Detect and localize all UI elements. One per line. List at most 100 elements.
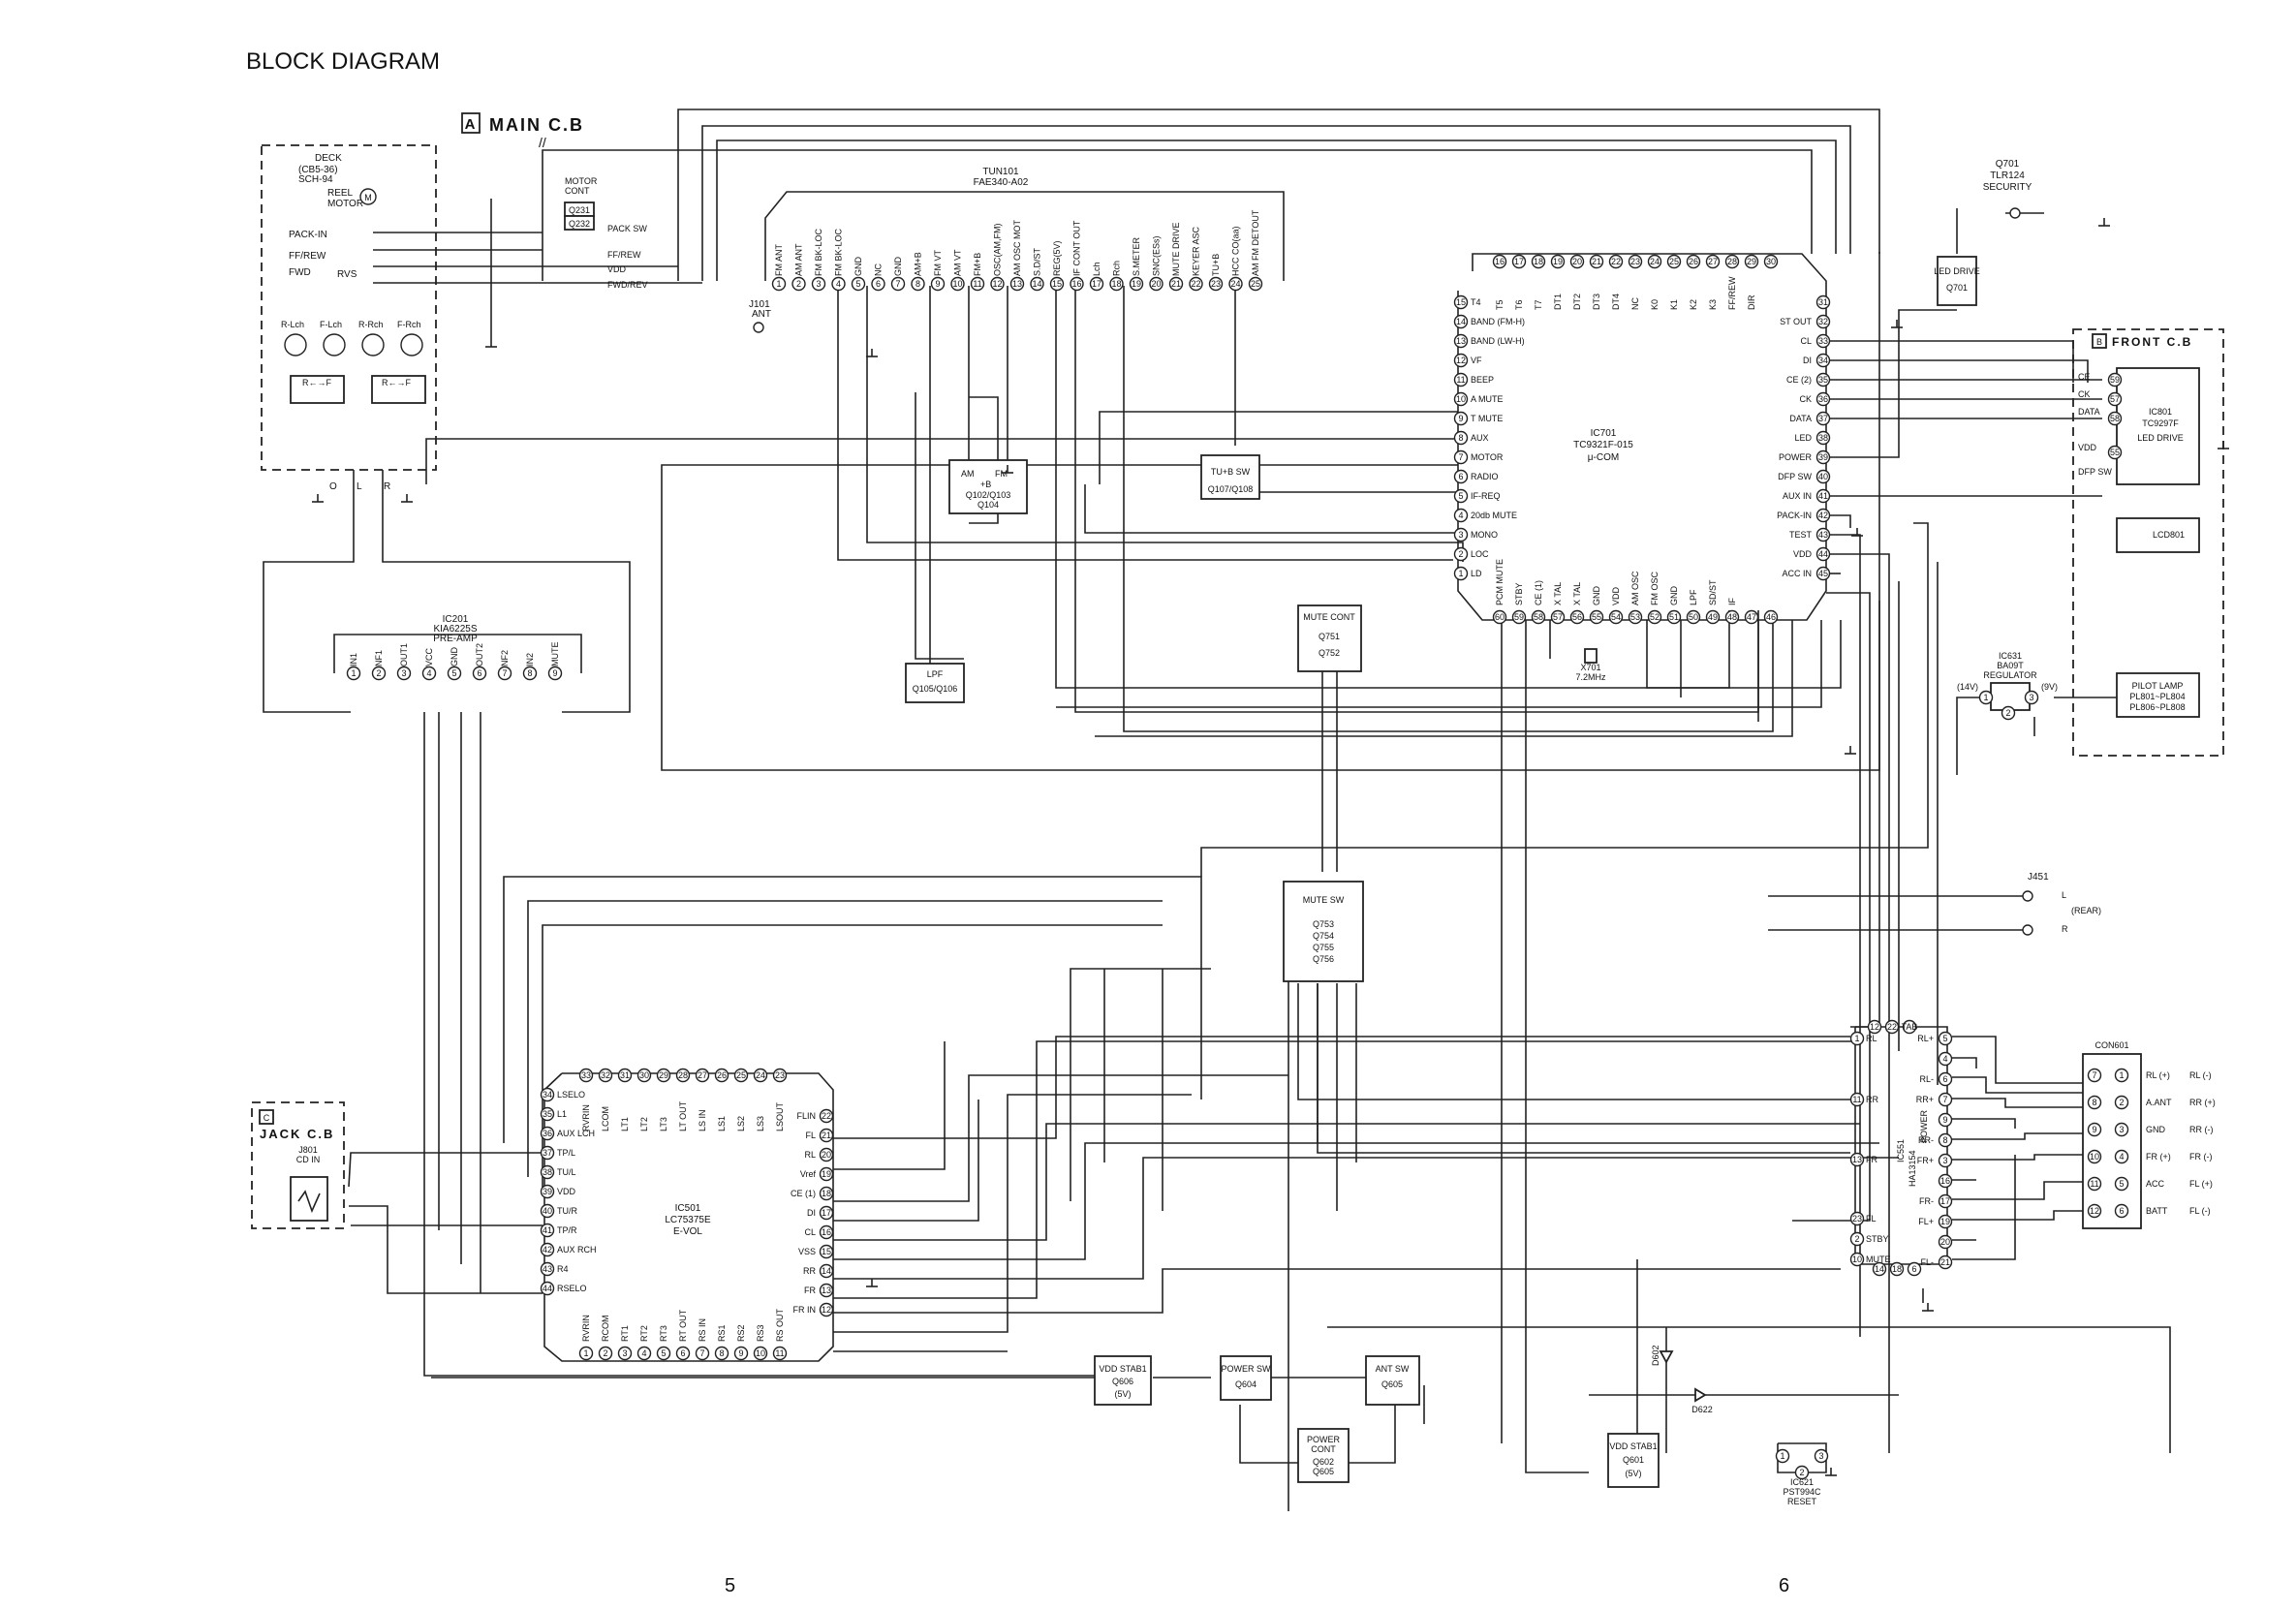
evol-bottom-pin-label: RT3 bbox=[659, 1325, 668, 1342]
mcu-right-pin-label: VDD bbox=[1793, 549, 1813, 559]
pin-circle bbox=[970, 276, 985, 292]
pin-number: 7 bbox=[1942, 1095, 1947, 1104]
pin-number: 38 bbox=[543, 1167, 552, 1177]
mcu-top-pin-label: K0 bbox=[1650, 299, 1660, 310]
pin-circle bbox=[540, 1106, 555, 1122]
pin-number: 18 bbox=[1111, 279, 1121, 289]
mcu-right-pin-label: DI bbox=[1803, 356, 1812, 365]
pin-number: 8 bbox=[527, 668, 532, 678]
lpf-title: LPF bbox=[927, 669, 944, 679]
pin-number: 23 bbox=[1211, 279, 1221, 289]
pin-number: 11 bbox=[2090, 1179, 2098, 1189]
preamp-pin-label: VCC bbox=[424, 647, 434, 666]
pin-circle bbox=[733, 1346, 749, 1361]
pin-number: 44 bbox=[1818, 549, 1828, 559]
evol-bottom-pin-label: RVRIN bbox=[581, 1315, 591, 1342]
tuner-pin-label: TU+B bbox=[1211, 254, 1221, 276]
tuner-name: TUN101 bbox=[982, 167, 1019, 177]
deck-output-label: L bbox=[357, 481, 362, 492]
pin-number: 44 bbox=[543, 1284, 552, 1293]
pin-number: 24 bbox=[1230, 279, 1240, 289]
power-amp-model: HA13154 bbox=[1908, 1150, 1917, 1187]
pin-circle bbox=[1884, 1019, 1900, 1035]
connector-right-label: RL (-) bbox=[2189, 1070, 2212, 1080]
pin-circle bbox=[1248, 276, 1263, 292]
deck-title: DECK bbox=[315, 153, 342, 164]
lcd-name: LCD801 bbox=[2153, 530, 2185, 540]
tuner-pin-label: GND bbox=[893, 257, 903, 277]
pin-number: 46 bbox=[1766, 612, 1776, 622]
regulator-func: REGULATOR bbox=[1983, 670, 2037, 680]
pin-number: 9 bbox=[935, 279, 940, 289]
pin-number: 14 bbox=[1456, 317, 1466, 326]
pin-number: 15 bbox=[1052, 279, 1062, 289]
mcu-right-pin-label: CK bbox=[1799, 394, 1812, 404]
pin-number: 6 bbox=[680, 1348, 685, 1358]
pin-circle bbox=[2107, 391, 2123, 407]
pin-circle bbox=[871, 276, 885, 292]
pin-number: 42 bbox=[543, 1245, 552, 1255]
tuner-pin-label: FM ANT bbox=[774, 243, 784, 276]
evol-left-pin-label: AUX LCH bbox=[557, 1129, 595, 1138]
pin-circle bbox=[1569, 609, 1585, 625]
pin-number: TAB bbox=[1902, 1022, 1918, 1032]
mcu-left-pin-label: BEEP bbox=[1471, 375, 1494, 385]
pin-number: 4 bbox=[1458, 511, 1463, 520]
pin-circle bbox=[811, 276, 826, 292]
pin-circle bbox=[1569, 254, 1585, 269]
tuner-pin-label: OSC(AM,FM) bbox=[993, 224, 1003, 277]
pin-circle bbox=[636, 1068, 652, 1083]
pin-circle bbox=[1775, 1448, 1790, 1464]
front-board-name: FRONT C.B bbox=[2112, 335, 2192, 349]
pin-number: 55 bbox=[1592, 612, 1601, 622]
jack-board-name: JACK C.B bbox=[260, 1127, 334, 1141]
pin-circle bbox=[1938, 1031, 1953, 1046]
vdd-stab1-part: Q606 bbox=[1112, 1377, 1133, 1386]
pin-circle bbox=[1686, 609, 1701, 625]
evol-bottom-pin-label: RT1 bbox=[620, 1325, 630, 1342]
evol-right-pin-label: CL bbox=[804, 1227, 816, 1237]
pin-circle bbox=[890, 276, 906, 292]
mute-sw-part: Q756 bbox=[1313, 954, 1334, 964]
pin-circle bbox=[819, 1147, 834, 1162]
pin-circle bbox=[2114, 1203, 2129, 1219]
pin-number: 30 bbox=[639, 1070, 649, 1080]
amfm-label: FM bbox=[995, 469, 1008, 479]
pin-circle bbox=[1453, 294, 1469, 310]
mcu-top-pin-label: K1 bbox=[1669, 299, 1679, 310]
pin-number: 25 bbox=[1669, 257, 1679, 266]
pin-number: 21 bbox=[1592, 257, 1601, 266]
pin-number: 40 bbox=[1818, 472, 1828, 481]
pin-number: 17 bbox=[1514, 257, 1524, 266]
pin-circle bbox=[1815, 566, 1831, 581]
deck-signal-label: VDD bbox=[607, 264, 627, 274]
mcu-right-pin-label: CL bbox=[1800, 336, 1812, 346]
evol-left-pin-label: VDD bbox=[557, 1187, 576, 1196]
pin-number: 25 bbox=[1251, 279, 1260, 289]
power-amp-left-label: FR bbox=[1866, 1155, 1877, 1164]
pin-number: 59 bbox=[2110, 375, 2120, 385]
board-letter: A bbox=[465, 116, 478, 133]
pin-number: 26 bbox=[717, 1070, 727, 1080]
mcu-top-pin-label: T6 bbox=[1514, 299, 1524, 310]
pin-number: 5 bbox=[2119, 1179, 2124, 1189]
pin-number: 40 bbox=[543, 1206, 552, 1216]
pin-number: 10 bbox=[1456, 394, 1466, 404]
pin-circle bbox=[2024, 690, 2039, 705]
pin-circle bbox=[1849, 1152, 1865, 1167]
pin-number: 6 bbox=[477, 668, 481, 678]
head-label: R-Rch bbox=[358, 320, 384, 329]
pin-number: 2 bbox=[1854, 1234, 1859, 1244]
pin-number: 15 bbox=[1456, 297, 1466, 307]
power-amp-right-label: RL+ bbox=[1917, 1034, 1934, 1043]
pin-number: 21 bbox=[822, 1131, 831, 1140]
pin-circle bbox=[1724, 254, 1740, 269]
tuner-pin-label: S.D/ST bbox=[1033, 247, 1042, 276]
pin-circle bbox=[1815, 353, 1831, 368]
pin-circle bbox=[819, 1166, 834, 1182]
